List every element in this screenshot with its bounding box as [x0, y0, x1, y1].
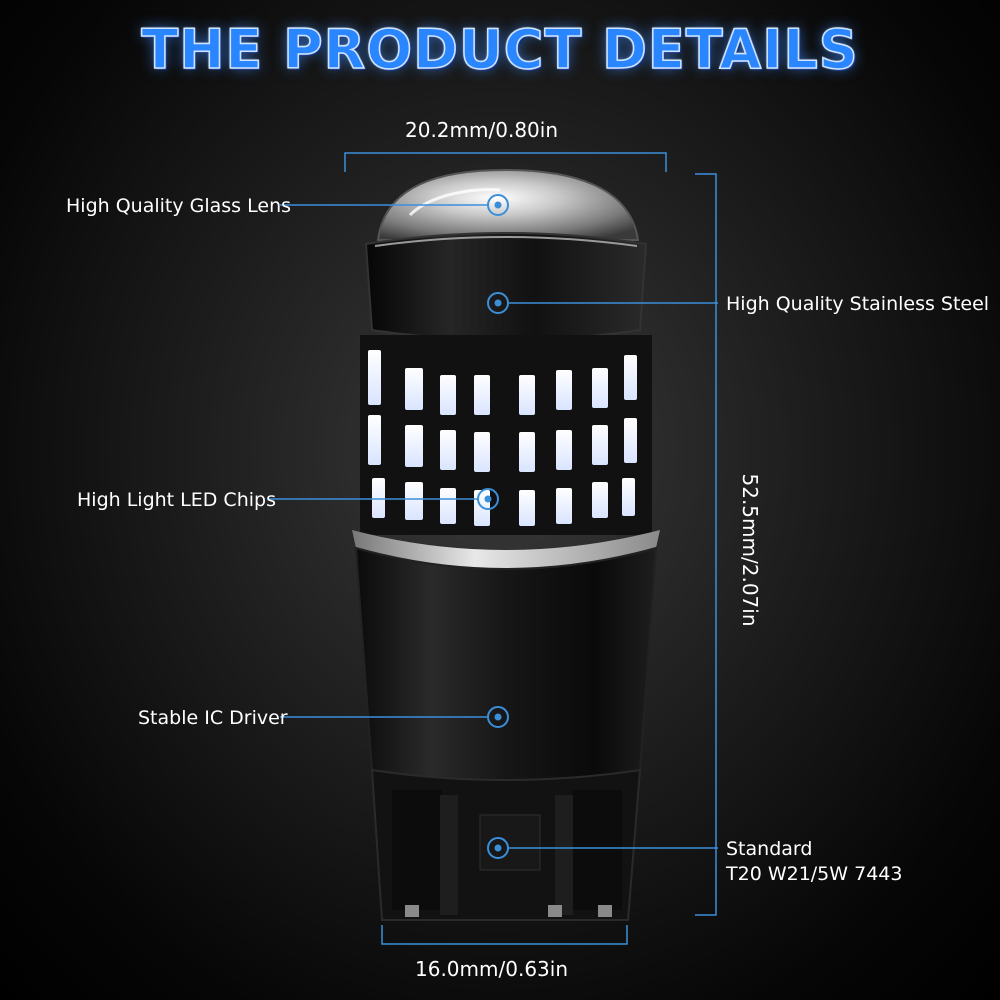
- led-body: [360, 335, 652, 535]
- callout-lines: [268, 204, 718, 849]
- target-icon: [487, 837, 509, 859]
- callout-led-chips: High Light LED Chips: [77, 489, 276, 511]
- steel-cap: [364, 232, 648, 341]
- callout-ic-driver: Stable IC Driver: [138, 707, 288, 729]
- callout-stainless-steel: High Quality Stainless Steel: [726, 293, 990, 315]
- callout-standard-label: Standard: [726, 838, 813, 860]
- target-icon: [487, 706, 509, 728]
- led-chips: [368, 350, 637, 526]
- callout-glass-lens: High Quality Glass Lens: [66, 195, 292, 217]
- length-dimension: 52.5mm/2.07in: [738, 473, 762, 627]
- target-icon: [477, 488, 499, 510]
- target-markers: [477, 194, 509, 859]
- silver-ring: [352, 530, 660, 569]
- target-icon: [487, 194, 509, 216]
- width-bottom-dimension: 16.0mm/0.63in: [415, 957, 568, 981]
- dimension-lines: [344, 152, 717, 945]
- driver-housing: [354, 546, 658, 781]
- width-top-dimension: 20.2mm/0.80in: [405, 118, 558, 142]
- page-title: THE PRODUCT DETAILS: [141, 17, 859, 82]
- target-icon: [487, 292, 509, 314]
- callout-standard-models: T20 W21/5W 7443: [726, 863, 903, 885]
